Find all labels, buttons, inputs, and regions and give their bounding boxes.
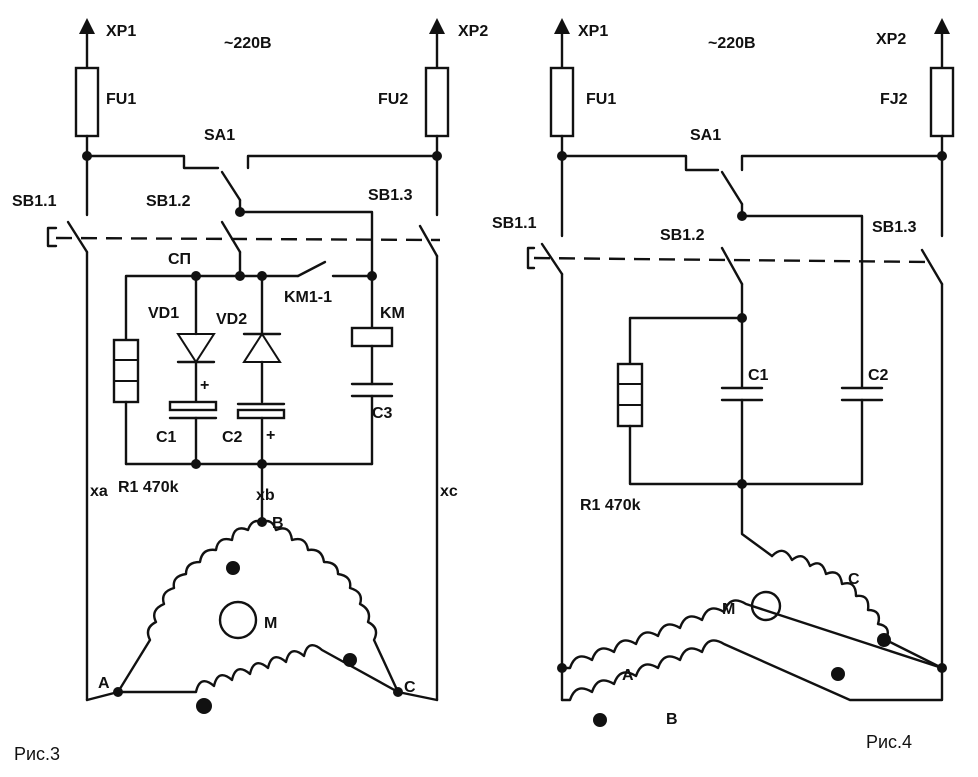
top-bus-r (557, 134, 947, 238)
fu2-label: FU2 (378, 91, 408, 108)
node-xb-label: xb (256, 487, 275, 504)
sb11-switch-r (526, 242, 564, 702)
capacitor-c1-r (720, 316, 764, 489)
xp1-label: XP1 (106, 23, 136, 40)
xp2-label: XP2 (458, 23, 488, 40)
diode-vd2 (242, 274, 282, 404)
sb11-switch (46, 220, 89, 702)
r1-label-r: R1 470k (580, 497, 641, 514)
sa1-label: SA1 (204, 127, 235, 144)
resistor-r1-r (616, 316, 864, 486)
sb12-switch (220, 220, 242, 278)
c2-label-r: C2 (868, 367, 889, 384)
fu2-label-r: FJ2 (880, 91, 908, 108)
c1-label: C1 (156, 429, 177, 446)
sb13-switch-r (920, 248, 944, 670)
xp2-label-r: XP2 (876, 31, 906, 48)
winding-b-label: B (666, 711, 678, 728)
motor-symbol-r (750, 590, 782, 622)
c2-label: C2 (222, 429, 243, 446)
voltage-label-r: ~220B (708, 35, 756, 52)
sb12-label-r: SB1.2 (660, 227, 705, 244)
node-a-label: A (98, 675, 110, 692)
sp-bus (124, 260, 377, 342)
sb1-linkage-r (533, 256, 931, 264)
sa1-switch-r (720, 170, 864, 390)
motor-label: M (264, 615, 277, 632)
fu1-label: FU1 (106, 91, 136, 108)
resistor-r1 (112, 338, 140, 466)
winding-a-label: A (622, 667, 634, 684)
sb13-switch (418, 224, 439, 702)
node-xc-label: xc (440, 483, 458, 500)
c1-label-r: C1 (748, 367, 769, 384)
km-label: KM (380, 305, 405, 322)
relay-km (350, 274, 394, 386)
node-c-label: C (404, 679, 416, 696)
fuse-fu2-r (929, 66, 955, 138)
figure-4: XP1 ~220B XP2 FU1 FJ2 SA1 SB1.1 SB1.2 SB… (492, 18, 955, 752)
sb1-linkage (55, 236, 441, 242)
figure-3: XP1 ~220B XP2 FU1 FU2 SA1 SB1.1 SB1.2 S (12, 18, 488, 764)
sa1-label-r: SA1 (690, 127, 721, 144)
motor-delta-windings (85, 519, 439, 714)
sb11-label: SB1.1 (12, 193, 57, 210)
capacitor-c2 (236, 402, 286, 466)
sa1-switch (220, 170, 374, 280)
fuse-fu1-r (549, 66, 575, 138)
sb13-label-r: SB1.3 (872, 219, 917, 236)
km11-label: KM1-1 (284, 289, 332, 306)
capacitor-c3 (350, 382, 394, 466)
node-xa-label: xa (90, 483, 108, 500)
figure-3-caption: Рис.3 (14, 744, 60, 764)
figure-4-caption: Рис.4 (866, 732, 912, 752)
fuse-fu1 (74, 66, 100, 138)
vd2-label: VD2 (216, 311, 247, 328)
vd1-label: VD1 (148, 305, 179, 322)
sb12-switch-r (720, 246, 747, 323)
top-bus (82, 134, 442, 217)
c2-plus: + (266, 427, 275, 444)
sp-label: СП (168, 251, 191, 268)
diode-vd1 (176, 274, 216, 404)
sb11-label-r: SB1.1 (492, 215, 537, 232)
capacitor-c2-r (840, 386, 884, 486)
motor-label-r: M (722, 601, 735, 618)
capacitor-c1 (168, 400, 218, 466)
node-b-label: B (272, 515, 284, 532)
sb13-label: SB1.3 (368, 187, 413, 204)
sb12-label: SB1.2 (146, 193, 191, 210)
xp1-label-r: XP1 (578, 23, 608, 40)
c3-label: C3 (372, 405, 393, 422)
fuse-fu2 (424, 66, 450, 138)
motor-windings-r (557, 482, 947, 727)
c1-plus: + (200, 377, 209, 394)
fu1-label-r: FU1 (586, 91, 616, 108)
voltage-label: ~220B (224, 35, 272, 52)
motor-symbol (218, 600, 258, 640)
winding-c-label: C (848, 571, 860, 588)
r1-label: R1 470k (118, 479, 179, 496)
